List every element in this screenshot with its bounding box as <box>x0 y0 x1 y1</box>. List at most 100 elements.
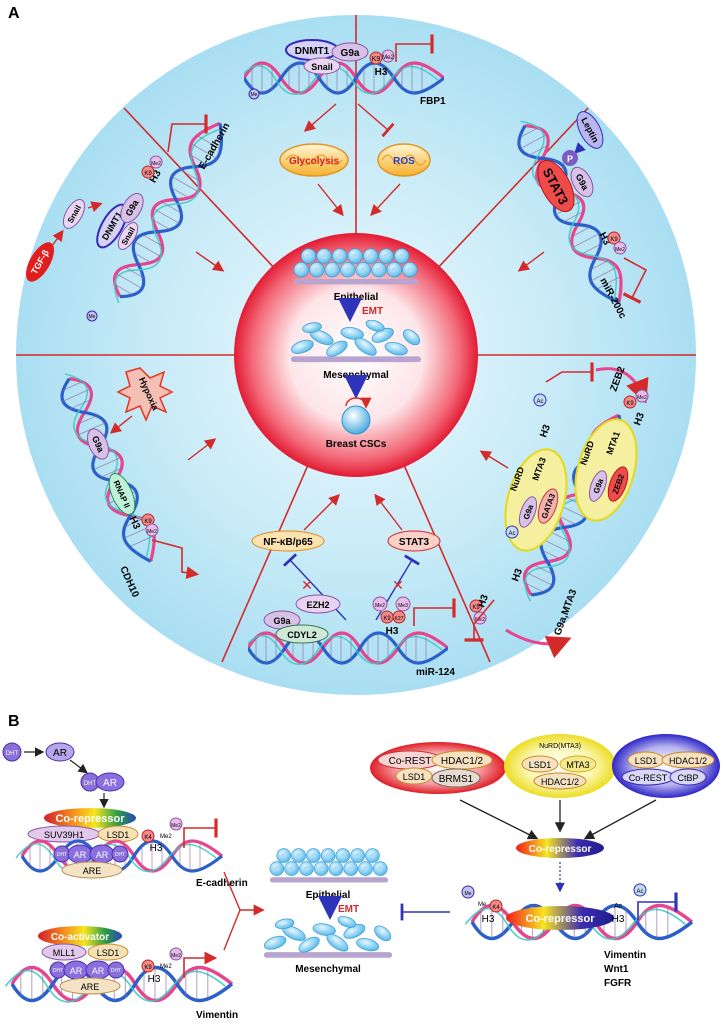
tgfb-signal <box>26 242 54 282</box>
svg-text:NF-κB/p65: NF-κB/p65 <box>263 537 313 548</box>
svg-text:MLL1: MLL1 <box>53 948 76 958</box>
corepressor-dna <box>506 906 614 930</box>
panel-b-label: B <box>8 713 20 730</box>
svg-text:SUV39H1: SUV39H1 <box>44 830 84 840</box>
svg-text:Co-repressor: Co-repressor <box>55 813 125 825</box>
svg-text:AR: AR <box>96 850 109 860</box>
svg-text:AR: AR <box>70 966 83 976</box>
svg-text:Co-REST: Co-REST <box>629 773 668 783</box>
svg-text:H3: H3 <box>476 593 491 609</box>
svg-text:DHT: DHT <box>57 852 67 858</box>
svg-text:HDAC1/2: HDAC1/2 <box>441 756 484 767</box>
epithelial-label-b: Epithelial <box>306 890 351 901</box>
svg-text:K9: K9 <box>626 401 634 407</box>
svg-text:Me2: Me2 <box>147 529 157 535</box>
svg-text:H3: H3 <box>510 567 525 583</box>
stat3-bottom <box>387 530 441 552</box>
mesenchymal-label: Mesenchymal <box>323 370 389 381</box>
emt-label: EMT <box>362 306 383 317</box>
sector-top: DNMT1 G9a Snail K9 Me2 H3 Me FBP1 Glycol… <box>244 34 446 217</box>
svg-text:P: P <box>567 154 573 164</box>
svg-text:K9: K9 <box>144 519 152 525</box>
svg-text:H3: H3 <box>148 974 161 985</box>
svg-text:ARE: ARE <box>81 982 100 992</box>
coactivator-rainbow <box>38 926 122 946</box>
svg-text:H3: H3 <box>632 411 647 427</box>
panel-b-right: Co-REST HDAC1/2 LSD1 BRMS1 NuRD(MTA3) LS… <box>370 734 720 989</box>
svg-text:Co-REST: Co-REST <box>389 756 432 767</box>
svg-text:H3: H3 <box>375 67 388 78</box>
breast-cscs-label: Breast CSCs <box>326 439 387 450</box>
gene-fbp1: FBP1 <box>420 96 446 107</box>
breast-csc-cell <box>341 405 371 435</box>
emt-label-b: EMT <box>338 904 359 915</box>
svg-text:DHT: DHT <box>111 968 121 974</box>
svg-text:BRMS1: BRMS1 <box>439 774 474 785</box>
svg-text:AR: AR <box>53 748 67 759</box>
svg-text:H3: H3 <box>612 914 625 925</box>
sector-bottom: NF-κB/p65 STAT3 ✕ ✕ G9a EZH2 CDYL2 Me2 M… <box>248 493 456 678</box>
svg-text:H3: H3 <box>596 231 612 248</box>
svg-text:NuRD(MTA3): NuRD(MTA3) <box>539 743 581 750</box>
svg-text:AR: AR <box>92 966 105 976</box>
svg-text:K9: K9 <box>610 237 618 243</box>
svg-text:DNMT1: DNMT1 <box>295 46 330 57</box>
corepressor-center <box>516 838 604 858</box>
svg-text:Ac: Ac <box>614 903 623 910</box>
svg-text:Me2: Me2 <box>475 617 485 623</box>
svg-text:H3: H3 <box>127 515 142 532</box>
svg-text:Co-activator: Co-activator <box>51 932 109 943</box>
svg-text:K4: K4 <box>492 905 500 911</box>
glycolysis-label: Glycolysis <box>289 156 339 167</box>
svg-text:Me: Me <box>89 314 96 320</box>
panel-a-label: A <box>8 5 20 22</box>
svg-text:✕: ✕ <box>301 577 313 593</box>
panel-b-left: DHT AR DHT AR Co-repressor SUV39H1 LSD1 … <box>2 742 265 1021</box>
svg-text:Me2: Me2 <box>171 823 181 829</box>
svg-text:LSD1: LSD1 <box>529 760 552 770</box>
target-fgfr: FGFR <box>604 978 632 989</box>
svg-text:EZH2: EZH2 <box>306 600 329 610</box>
ros-label: ROS <box>393 156 415 167</box>
svg-text:Me2: Me2 <box>375 603 385 609</box>
svg-text:G9a: G9a <box>273 616 291 626</box>
svg-text:Me2: Me2 <box>160 964 172 970</box>
gene-mir-124: miR-124 <box>416 667 455 678</box>
epithelial-label: Epithelial <box>334 292 379 303</box>
svg-text:LSD1: LSD1 <box>635 756 658 766</box>
svg-text:Co-repressor: Co-repressor <box>529 844 592 855</box>
corepressor-rainbow <box>44 808 136 828</box>
svg-text:Me: Me <box>251 92 258 98</box>
svg-text:H3: H3 <box>386 626 399 637</box>
nfkb-protein <box>251 530 325 552</box>
svg-text:Snail: Snail <box>311 62 333 72</box>
svg-text:Co-repressor: Co-repressor <box>525 913 595 925</box>
svg-text:✕: ✕ <box>392 577 404 593</box>
gene-e-cadherin-b: E-cadherin <box>196 878 248 889</box>
svg-text:K9: K9 <box>144 965 152 971</box>
svg-text:ARE: ARE <box>83 866 102 876</box>
svg-text:H3: H3 <box>150 843 163 854</box>
gene-vimentin-b: Vimentin <box>196 1010 238 1021</box>
svg-text:K4: K4 <box>144 835 152 841</box>
panel-a-wheel: Epithelial EMT Mesenchymal Breast CSCs D… <box>16 15 696 695</box>
svg-text:Me2: Me2 <box>382 55 394 61</box>
stat3-protein <box>537 159 575 213</box>
svg-text:K9: K9 <box>383 616 391 622</box>
svg-text:DHT: DHT <box>53 968 63 974</box>
target-vimentin: Vimentin <box>604 950 646 961</box>
mesenchymal-label-b: Mesenchymal <box>295 964 361 975</box>
svg-text:Me: Me <box>465 891 472 897</box>
svg-text:G9a: G9a <box>341 48 360 59</box>
svg-text:STAT3: STAT3 <box>399 537 430 548</box>
svg-text:LSD1: LSD1 <box>403 772 426 782</box>
sector-bottom-right: NuRD MTA3 G9a GATA3 NuRD MTA1 G9a ZEB2 A… <box>464 362 649 659</box>
svg-text:DHT: DHT <box>6 751 19 757</box>
svg-text:Me2: Me2 <box>151 161 161 167</box>
svg-text:AR: AR <box>74 850 87 860</box>
svg-text:CDYL2: CDYL2 <box>287 630 317 640</box>
target-wnt1: Wnt1 <box>604 964 629 975</box>
svg-text:Me2: Me2 <box>160 834 172 840</box>
svg-text:Ac: Ac <box>636 889 643 895</box>
svg-text:DHT: DHT <box>84 781 97 787</box>
